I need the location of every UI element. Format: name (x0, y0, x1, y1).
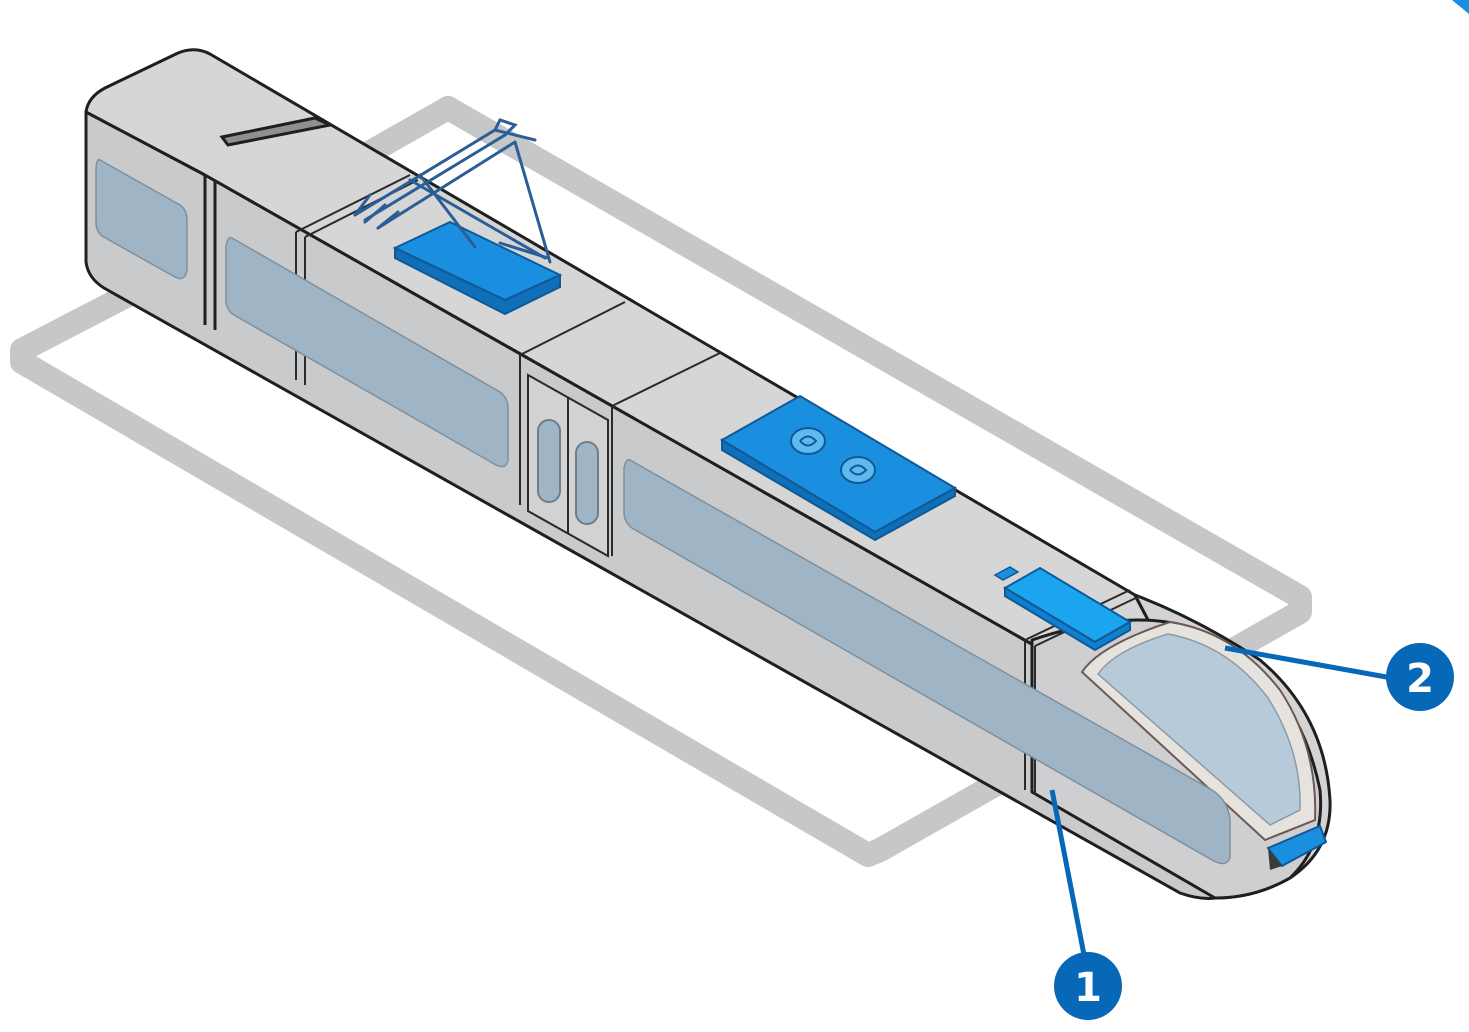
roof-equipment-connector (993, 566, 1020, 581)
pantograph-icon (353, 118, 552, 264)
fan-icon (790, 427, 826, 455)
callout-2-badge (1386, 643, 1454, 711)
callout-1-leader (1049, 789, 1088, 961)
callout-2-number: 2 (1406, 656, 1434, 702)
roof-cooling-unit-side (721, 438, 956, 542)
corner-mark (1452, 0, 1469, 14)
window-car-2 (623, 458, 1231, 865)
window-car-1 (225, 236, 509, 468)
coupler-shadow (1268, 848, 1282, 870)
segment-divider-b (519, 301, 721, 556)
track-loop (10, 96, 1312, 867)
window-rear-cab (95, 158, 188, 280)
roof-equipment-nose-side (1004, 586, 1131, 652)
door-window-left (537, 419, 561, 503)
callout-1-badge (1054, 952, 1122, 1020)
train-roof (84, 48, 1217, 750)
door-window-right (575, 441, 599, 525)
callout-2-leader (1224, 645, 1393, 681)
pantograph-base-side (394, 246, 561, 316)
front-coupler (1266, 824, 1328, 868)
fan-icon (840, 456, 876, 484)
front-windscreen (1096, 633, 1301, 826)
rear-segment-divider (203, 116, 335, 330)
callout-1-number: 1 (1074, 965, 1102, 1011)
